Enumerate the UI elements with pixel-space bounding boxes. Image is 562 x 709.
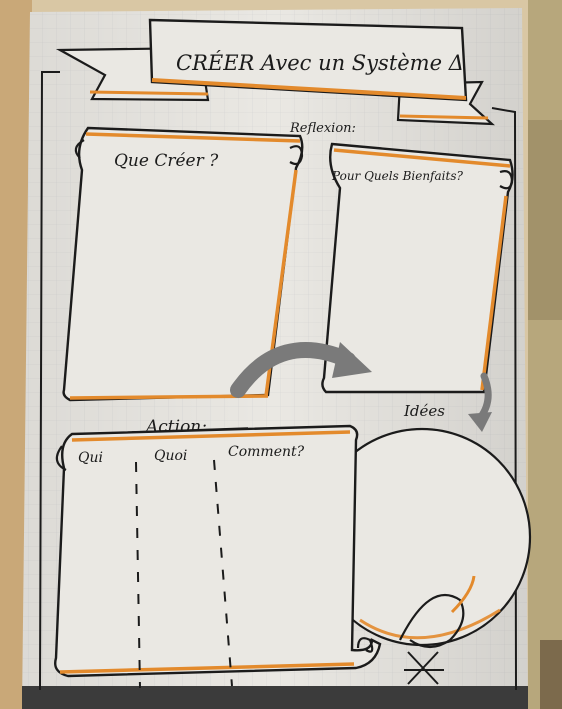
idees-label: Idées [403,402,445,420]
reflexion-label: Reflexion: [289,121,356,136]
idees-circle [312,427,532,685]
scroll-pour-quels-bienfaits [321,142,514,394]
scroll-que-creer [62,126,304,402]
title-banner [39,18,517,691]
scroll-action [54,424,382,689]
column-quoi: Quoi [154,448,187,464]
reflexion-arrow [230,342,372,398]
banner-title: CRÉER Avec un Système Δ [176,51,464,75]
column-comment: Comment? [228,444,305,460]
que-creer-label: Que Créer ? [114,151,219,171]
column-qui: Qui [78,450,103,466]
pour-quels-bienfaits-label: Pour Quels Bienfaits? [331,169,463,183]
down-arrow-idees [468,372,492,432]
